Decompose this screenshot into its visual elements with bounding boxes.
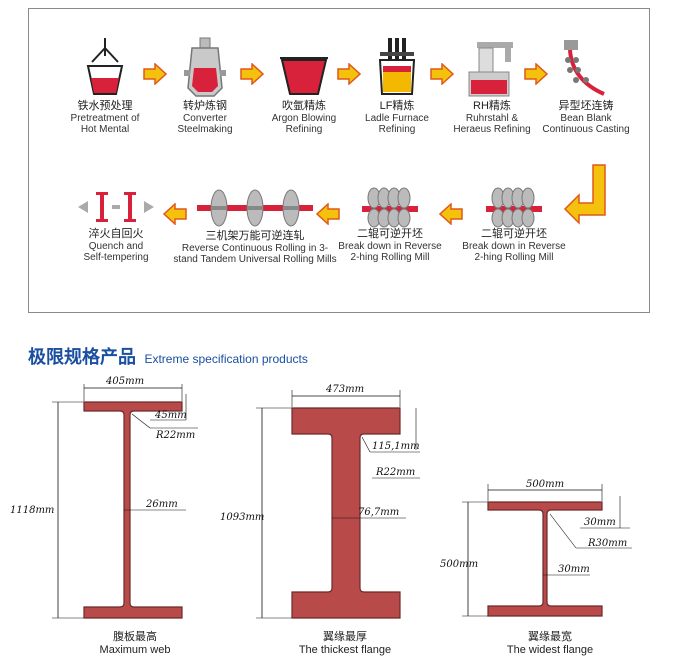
- step-rh-refining: RH精炼 Ruhrstahl & Heraeus Refining: [444, 36, 540, 135]
- universal-mill-icon: [197, 189, 313, 227]
- step-label-en: Hot Mental: [80, 124, 130, 135]
- dim-flange-width: 473mm: [325, 384, 364, 395]
- section-title: 极限规格产品 Extreme specification products: [28, 343, 308, 369]
- dim-height: 500mm: [440, 559, 478, 570]
- step-label-en: 2-hing Rolling Mill: [350, 252, 430, 263]
- step-hot-metal-pretreatment: 铁水预处理 Pretreatment of Hot Mental: [60, 36, 150, 135]
- dim-web: 26mm: [145, 499, 178, 510]
- dim-flange-thickness: 115,1mm: [372, 441, 420, 452]
- beam-thickest-flange: 473mm 115,1mm R22mm 76,7mm 1093mm: [220, 384, 420, 619]
- caption-en: Maximum web: [99, 644, 171, 656]
- step-argon-blowing: 吹氩精炼 Argon Blowing Refining: [259, 36, 349, 135]
- dim-flange-width: 405mm: [105, 376, 144, 387]
- right-arrow-icon: [240, 63, 264, 85]
- right-arrow-icon: [337, 63, 361, 85]
- step-label-cn: 二辊可逆开坯: [357, 228, 423, 240]
- step-universal-rolling: 三机架万能可逆连轧 Reverse Continuous Rolling in …: [170, 186, 340, 265]
- left-arrow-icon: [439, 203, 463, 225]
- beam-maximum-web: 405mm 45mm R22mm 26mm 1118mm: [10, 376, 198, 619]
- caption-cn: 翼缘最厚: [323, 631, 367, 643]
- step-breakdown-mill-2: 二辊可逆开坯 Break down in Reverse 2-hing Roll…: [460, 186, 568, 263]
- step-label-en: Break down in Reverse: [462, 241, 566, 252]
- return-arrow-icon: [563, 164, 606, 225]
- section-title-cn: 极限规格产品: [28, 347, 136, 368]
- rh-degasser-icon: [468, 42, 513, 97]
- step-label-cn: 三机架万能可逆连轧: [205, 230, 305, 242]
- right-arrow-icon: [143, 63, 167, 85]
- breakdown-rolls-icon: [362, 187, 418, 228]
- quench-icon: [78, 192, 154, 222]
- dim-height: 1118mm: [10, 505, 54, 516]
- step-label-en: Steelmaking: [177, 124, 233, 135]
- dim-radius: R22mm: [375, 467, 415, 478]
- step-label-cn: 异型坯连铸: [558, 100, 614, 112]
- step-label-cn: RH精炼: [473, 100, 511, 112]
- argon-ladle-icon: [280, 57, 328, 95]
- left-arrow-icon: [163, 203, 187, 225]
- caption-thickest-flange: 翼缘最厚 The thickest flange: [280, 631, 410, 657]
- step-label-en: Converter: [183, 113, 227, 124]
- step-label-en: Refining: [378, 124, 416, 135]
- right-arrow-icon: [430, 63, 454, 85]
- step-ladle-furnace: LF精炼 Ladle Furnace Refining: [352, 36, 442, 135]
- step-label-en: Ladle Furnace: [365, 113, 429, 124]
- caption-maximum-web: 腹板最高 Maximum web: [70, 631, 200, 657]
- step-label-en: Reverse Continuous Rolling in 3-: [181, 243, 329, 254]
- step-label-cn: 二辊可逆开坯: [481, 228, 547, 240]
- caption-widest-flange: 翼缘最宽 The widest flange: [485, 631, 615, 657]
- step-label-en: Continuous Casting: [542, 124, 630, 135]
- step-label-en: 2-hing Rolling Mill: [474, 252, 554, 263]
- dim-flange-thickness: 45mm: [154, 410, 187, 421]
- step-label-en: Bean Blank: [560, 113, 612, 124]
- step-quench: 淬火自回火 Quench and Self-tempering: [68, 186, 164, 263]
- step-label-en: Quench and: [88, 241, 144, 252]
- dim-web: 30mm: [558, 564, 590, 575]
- dim-flange-width: 500mm: [526, 479, 564, 490]
- left-arrow-icon: [316, 203, 340, 225]
- right-arrow-icon: [524, 63, 548, 85]
- caption-en: The thickest flange: [298, 644, 392, 656]
- beam-widest-flange: 500mm 30mm R30mm 30mm 500mm: [440, 479, 632, 617]
- step-label-en: Ruhrstahl &: [465, 113, 519, 124]
- process-panel: [28, 8, 650, 313]
- step-label-en: Self-tempering: [83, 252, 149, 263]
- dim-radius: R22mm: [155, 430, 195, 441]
- step-label-en: Refining: [285, 124, 323, 135]
- step-breakdown-mill-1: 二辊可逆开坯 Break down in Reverse 2-hing Roll…: [336, 186, 444, 263]
- dim-flange-thickness: 30mm: [584, 517, 616, 528]
- step-converter: 转炉炼钢 Converter Steelmaking: [160, 36, 250, 135]
- dim-height: 1093mm: [220, 512, 264, 523]
- step-label-en: Break down in Reverse: [338, 241, 442, 252]
- step-label-en: Argon Blowing: [271, 113, 337, 124]
- step-label-en: Heraeus Refining: [453, 124, 531, 135]
- step-label-cn: LF精炼: [379, 100, 415, 112]
- step-label-cn: 吹氩精炼: [282, 100, 326, 112]
- dim-web: 76,7mm: [358, 507, 399, 518]
- continuous-caster-icon: [564, 40, 605, 96]
- breakdown-rolls-icon: [486, 187, 542, 228]
- ladle-furnace-icon: [378, 38, 416, 95]
- hot-metal-ladle-icon: [86, 38, 124, 95]
- section-title-en: Extreme specification products: [144, 352, 308, 366]
- step-label-cn: 淬火自回火: [88, 228, 144, 240]
- step-label-cn: 铁水预处理: [77, 100, 133, 112]
- step-continuous-casting: 异型坯连铸 Bean Blank Continuous Casting: [538, 36, 634, 135]
- caption-cn: 翼缘最宽: [528, 631, 572, 643]
- converter-icon: [184, 37, 226, 97]
- step-label-cn: 转炉炼钢: [183, 100, 227, 112]
- step-label-en: stand Tandem Universal Rolling Mills: [173, 254, 337, 265]
- dim-radius: R30mm: [587, 538, 627, 549]
- step-label-en: Pretreatment of: [70, 113, 140, 124]
- caption-cn: 腹板最高: [113, 631, 157, 643]
- caption-en: The widest flange: [506, 644, 594, 656]
